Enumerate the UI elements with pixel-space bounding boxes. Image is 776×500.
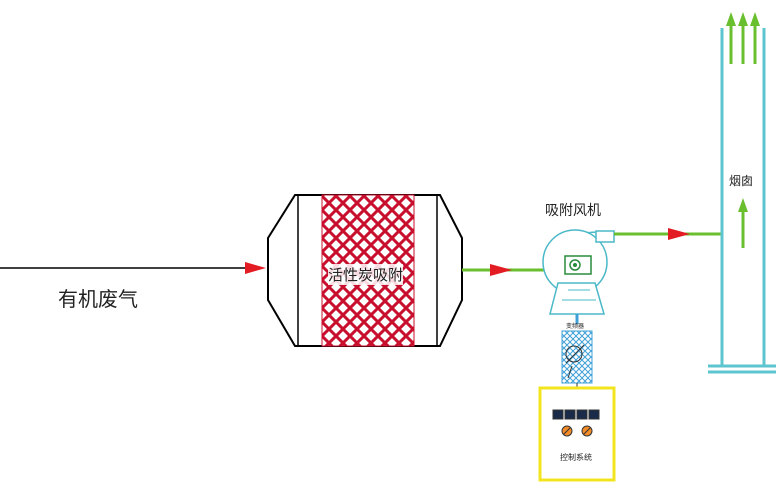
inverter-label: 变频器 [566,323,585,330]
control-cabinet [538,386,616,482]
fan [542,229,615,315]
up-arrow-icon [726,12,760,248]
fan-icon [564,255,592,275]
fan-label: 吸附风机 [545,203,601,219]
chimney [708,28,776,374]
control-label: 控制系统 [560,453,592,462]
adsorber-label: 活性炭吸附 [328,264,404,285]
chimney-label: 烟囱 [729,174,754,188]
flow-arrow-to-fan [490,264,512,276]
flow-arrow-to-chimney [668,228,690,240]
inlet-flow-arrow [245,262,266,274]
inverter [561,330,593,384]
knob-icon [561,425,593,437]
meter-icon [552,409,600,420]
inlet-label: 有机废气 [58,287,138,311]
